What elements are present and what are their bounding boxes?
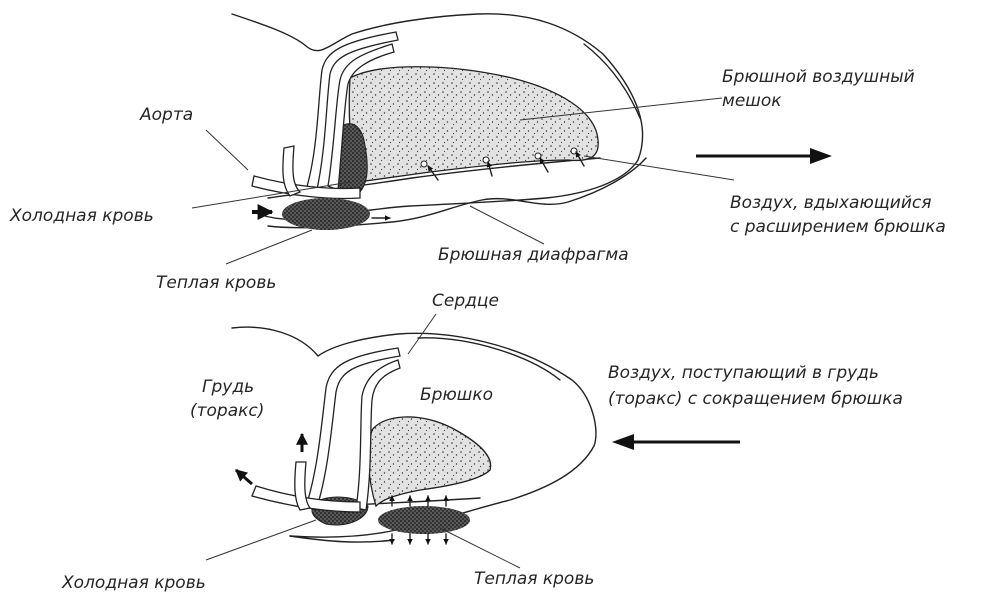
bottom-illustration — [206, 314, 740, 568]
top-abdominal-air-sac — [349, 67, 598, 182]
label-air-inhaled-1: Воздух, вдыхающийся — [730, 192, 931, 214]
top-warm-blood-patch — [282, 198, 370, 230]
label-heart: Сердце — [432, 290, 499, 312]
bottom-warm-blood-patch — [378, 506, 470, 534]
label-abdominal-air-sac-2: мешок — [722, 90, 782, 112]
label-abdominal-diaphragm: Брюшная диафрагма — [438, 244, 629, 266]
label-chest-2: (торакс) — [190, 400, 264, 422]
label-air-entering-2: (торакс) с сокращением брюшка — [608, 388, 903, 410]
label-cold-blood-bottom: Холодная кровь — [62, 572, 206, 594]
label-air-inhaled-2: с расширением брюшка — [730, 216, 946, 238]
label-abdominal-air-sac-1: Брюшной воздушный — [722, 66, 915, 88]
label-chest-1: Грудь — [202, 376, 254, 398]
bottom-aorta-branch — [295, 462, 310, 510]
label-warm-blood-top: Теплая кровь — [156, 272, 276, 294]
top-aorta-branch — [283, 146, 300, 196]
label-aorta: Аорта — [140, 104, 193, 126]
label-air-entering-1: Воздух, поступающий в грудь — [608, 362, 879, 384]
label-abdomen: Брюшко — [420, 384, 493, 406]
label-cold-blood-top: Холодная кровь — [10, 205, 154, 227]
bottom-abdominal-air-sac — [369, 417, 491, 506]
label-warm-blood-bottom: Теплая кровь — [474, 568, 594, 590]
